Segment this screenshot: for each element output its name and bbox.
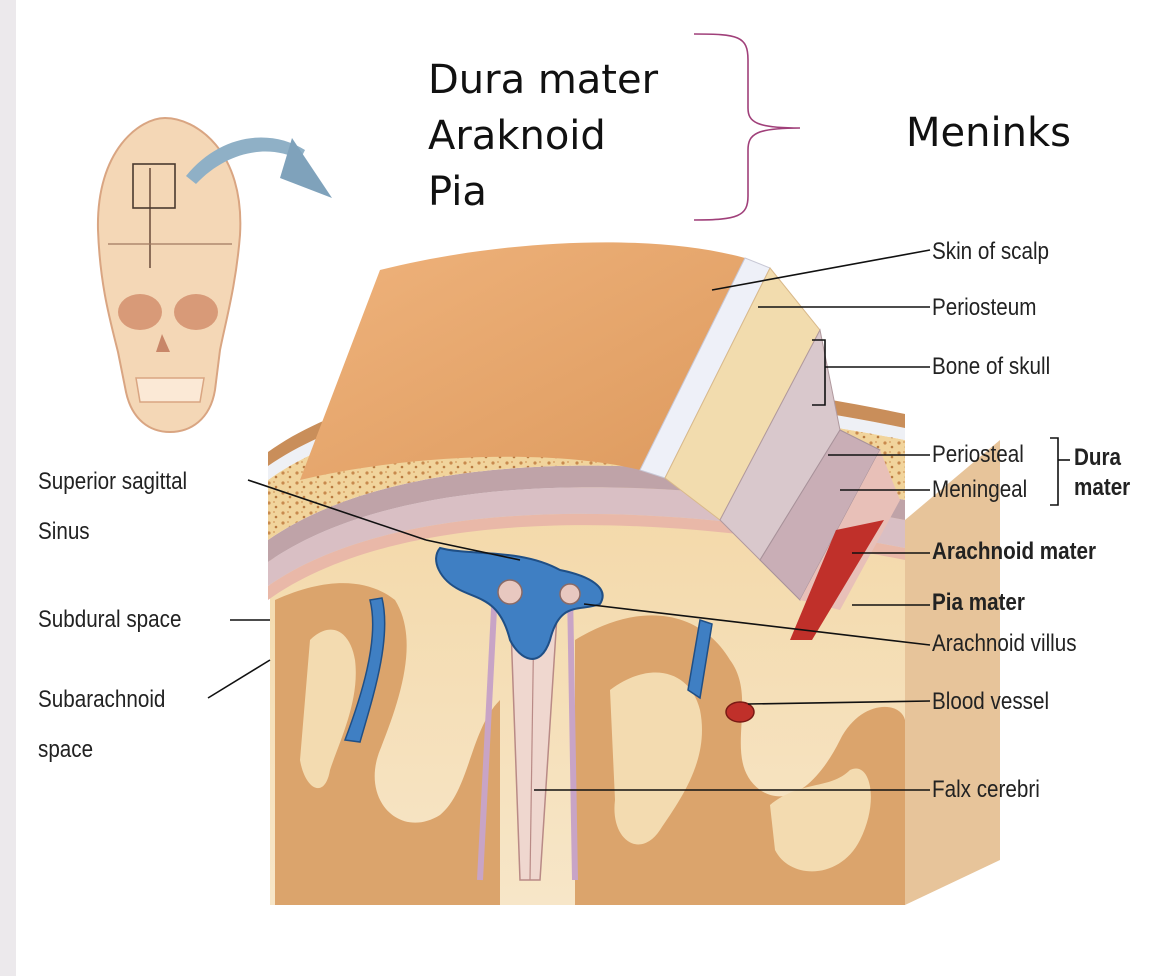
annotation-araknoid: Araknoid: [428, 116, 606, 156]
label-meningeal: Meningeal: [932, 476, 1027, 504]
meninges-brace: [694, 34, 800, 220]
annotation-pia: Pia: [428, 172, 487, 212]
label-dura: Dura: [1074, 444, 1121, 472]
label-arachnoid-mater: Arachnoid mater: [932, 538, 1096, 566]
label-blood-vessel: Blood vessel: [932, 688, 1049, 716]
blood-vessel: [726, 702, 754, 722]
label-mater: mater: [1074, 474, 1130, 502]
label-periosteal: Periosteal: [932, 441, 1024, 469]
label-superior-sagittal: Superior sagittal: [38, 468, 187, 496]
annotation-meninks: Meninks: [906, 113, 1071, 153]
label-bone-of-skull: Bone of skull: [932, 353, 1050, 381]
label-sinus: Sinus: [38, 518, 90, 546]
label-subdural-space: Subdural space: [38, 606, 181, 634]
annotation-dura-mater: Dura mater: [428, 60, 658, 100]
label-periosteum: Periosteum: [932, 294, 1036, 322]
label-skin-of-scalp: Skin of scalp: [932, 238, 1049, 266]
label-subarachnoid: Subarachnoid: [38, 686, 165, 714]
label-falx-cerebri: Falx cerebri: [932, 776, 1040, 804]
label-space: space: [38, 736, 93, 764]
label-pia-mater: Pia mater: [932, 589, 1025, 617]
label-arachnoid-villus: Arachnoid villus: [932, 630, 1077, 658]
